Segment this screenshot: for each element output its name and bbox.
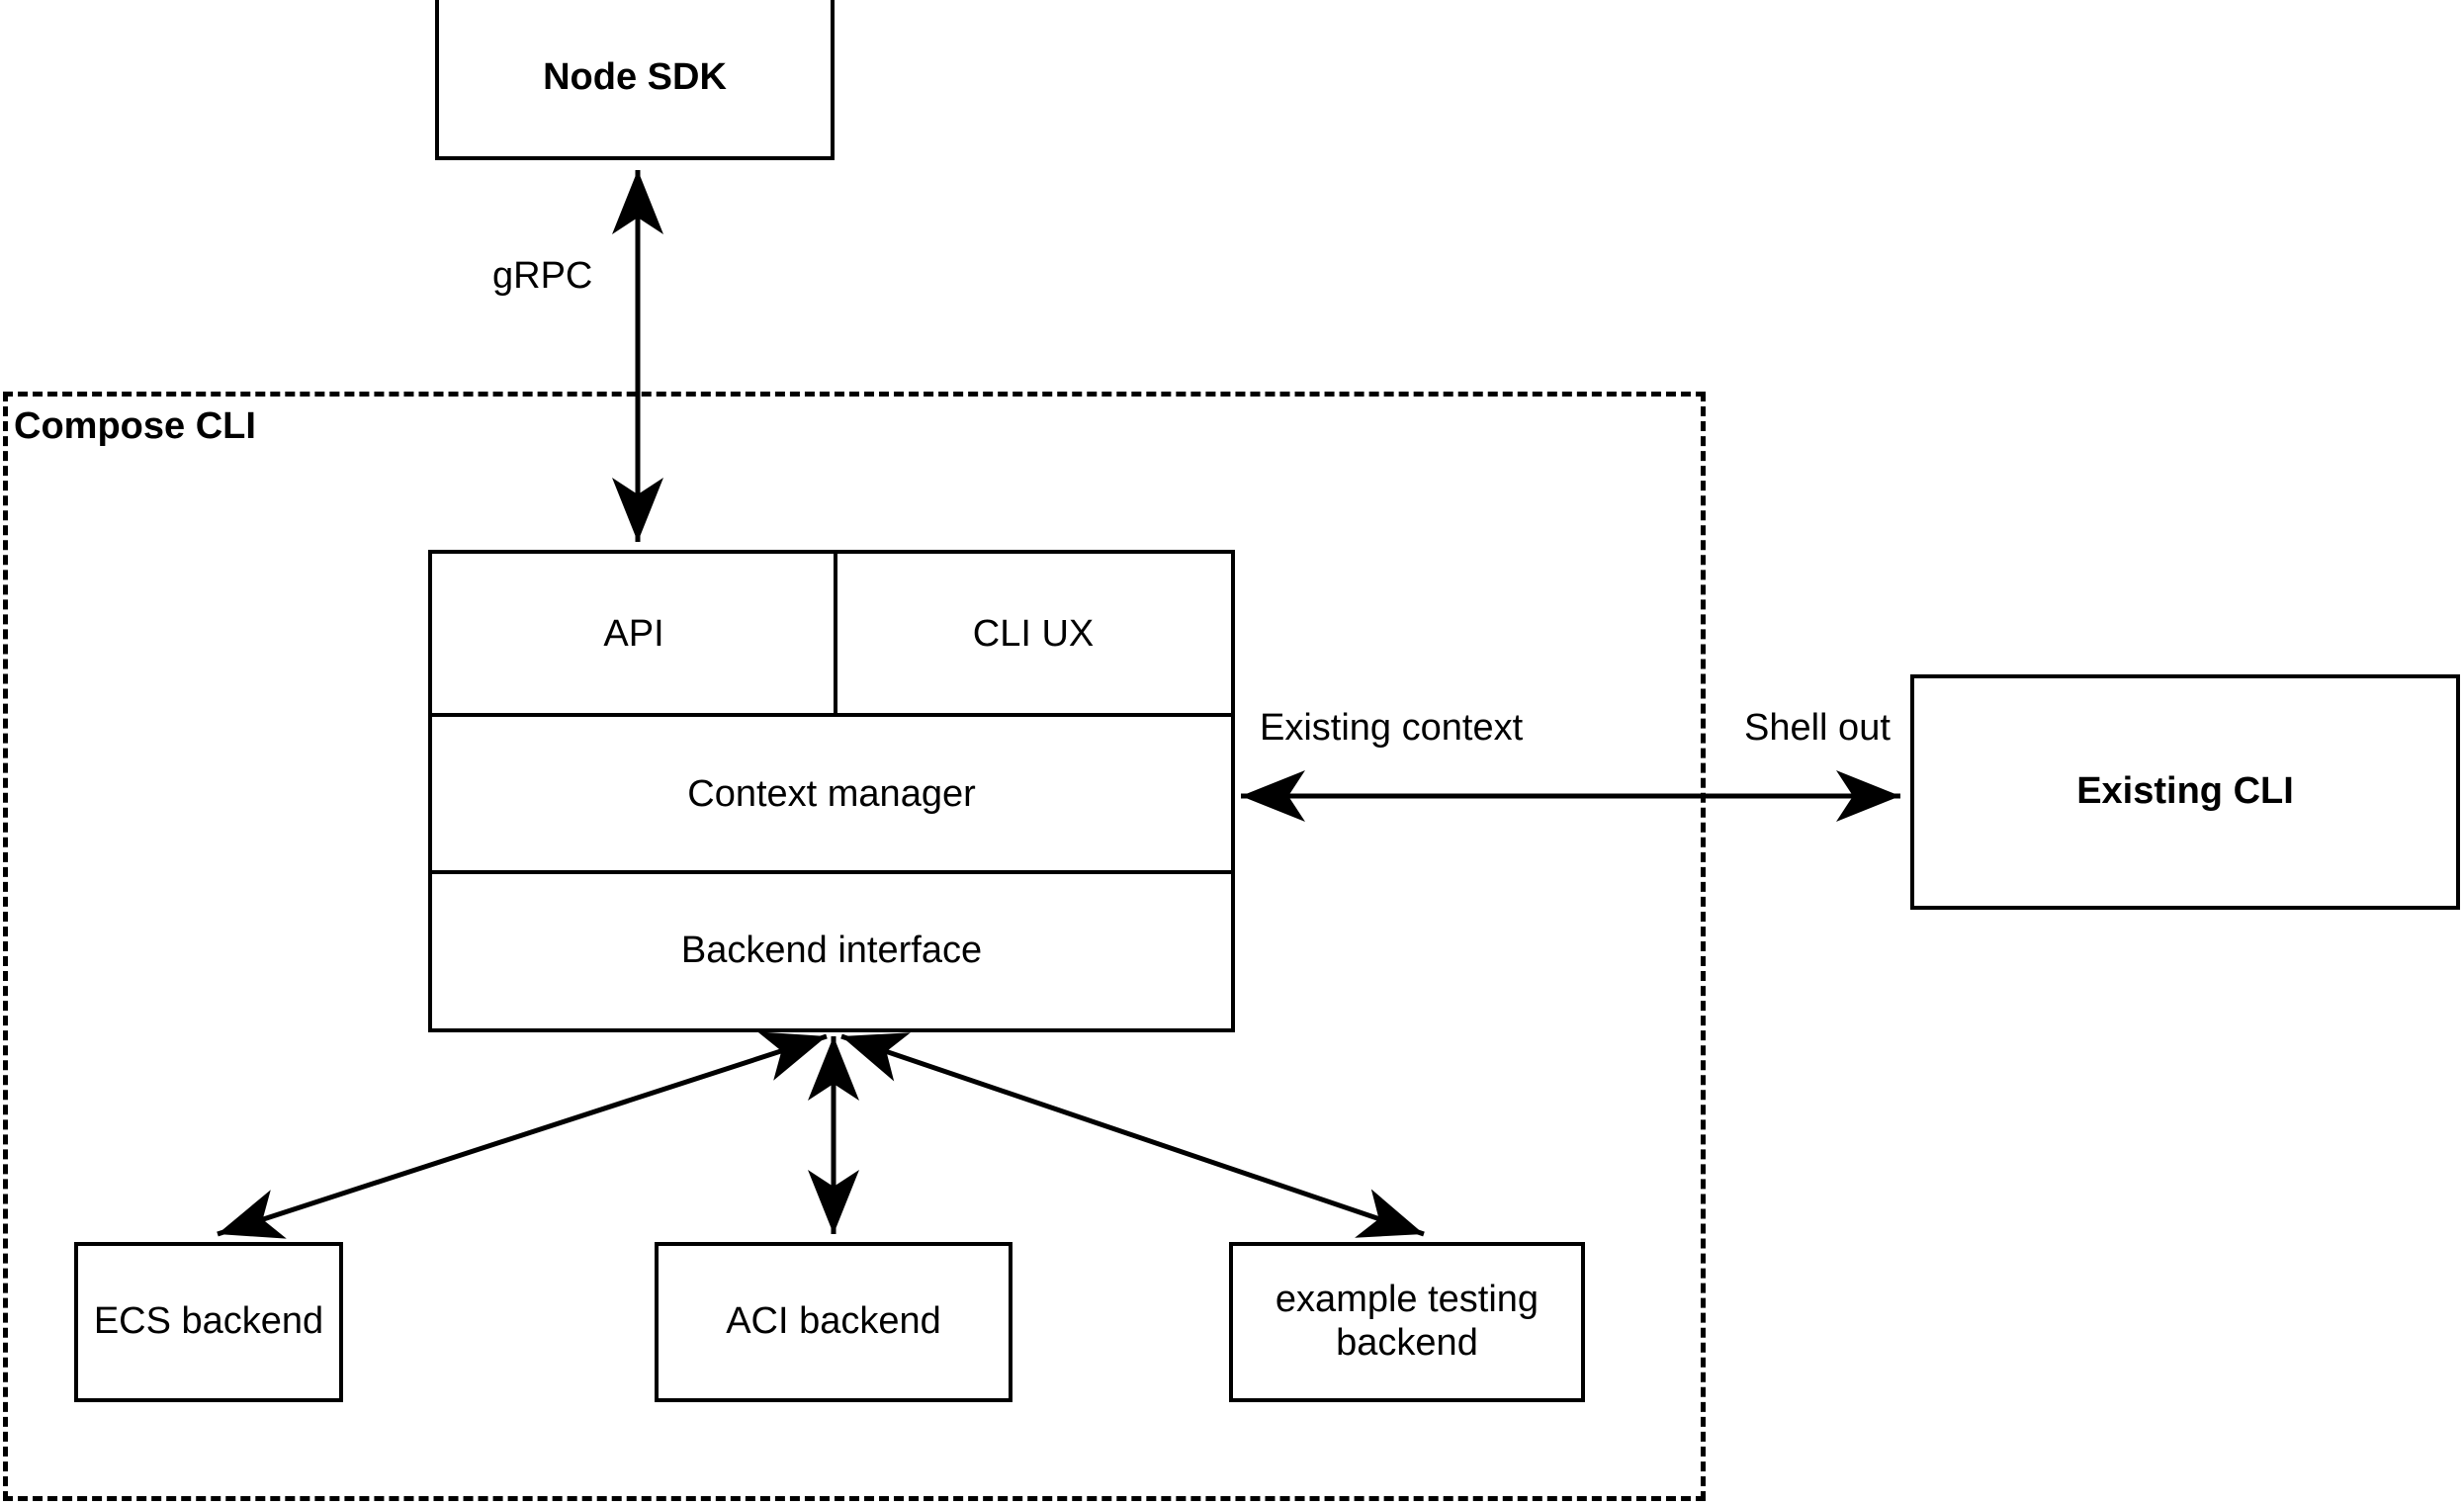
node-box-aci-backend[interactable]: ACI backend [655, 1242, 1012, 1402]
node-label-node-sdk: Node SDK [543, 56, 727, 99]
node-box-example-testing-backend[interactable]: example testing backend [1229, 1242, 1585, 1402]
stack-divider-vertical [834, 554, 837, 715]
edge-label-existing-context: Existing context [1254, 707, 1530, 750]
compose-cli-group-label: Compose CLI [14, 405, 256, 447]
edge-label-grpc: gRPC [486, 255, 599, 298]
stack-label-context-manager: Context manager [687, 772, 976, 815]
stack-divider-row1 [432, 713, 1231, 717]
backend-ecs-edge [217, 1031, 828, 1239]
stack-label-cli-ux: CLI UX [972, 612, 1095, 655]
node-label-example-testing-backend: example testing backend [1275, 1279, 1540, 1364]
stack-cell-api[interactable]: API [432, 554, 836, 715]
node-label-existing-cli: Existing CLI [2076, 770, 2294, 813]
stack-cell-backend-interface[interactable]: Backend interface [432, 874, 1231, 1028]
stack-label-backend-interface: Backend interface [680, 930, 983, 972]
node-box-existing-cli[interactable]: Existing CLI [1910, 674, 2460, 910]
node-label-aci-backend: ACI backend [726, 1300, 941, 1343]
stack-label-api: API [603, 612, 664, 655]
stack-cell-cli-ux[interactable]: CLI UX [836, 554, 1231, 715]
compose-cli-group-boundary [3, 392, 1706, 1501]
stack-divider-row2 [432, 870, 1231, 874]
node-box-node-sdk[interactable]: Node SDK [435, 0, 835, 160]
stack-cell-context-manager[interactable]: Context manager [432, 717, 1231, 872]
node-box-ecs-backend[interactable]: ECS backend [74, 1242, 343, 1402]
edge-label-shell-out: Shell out [1738, 707, 1896, 750]
node-label-ecs-backend: ECS backend [93, 1300, 324, 1343]
backend-example-edge [840, 1032, 1425, 1238]
compose-cli-stack: API CLI UX Context manager Backend inter… [428, 550, 1235, 1032]
